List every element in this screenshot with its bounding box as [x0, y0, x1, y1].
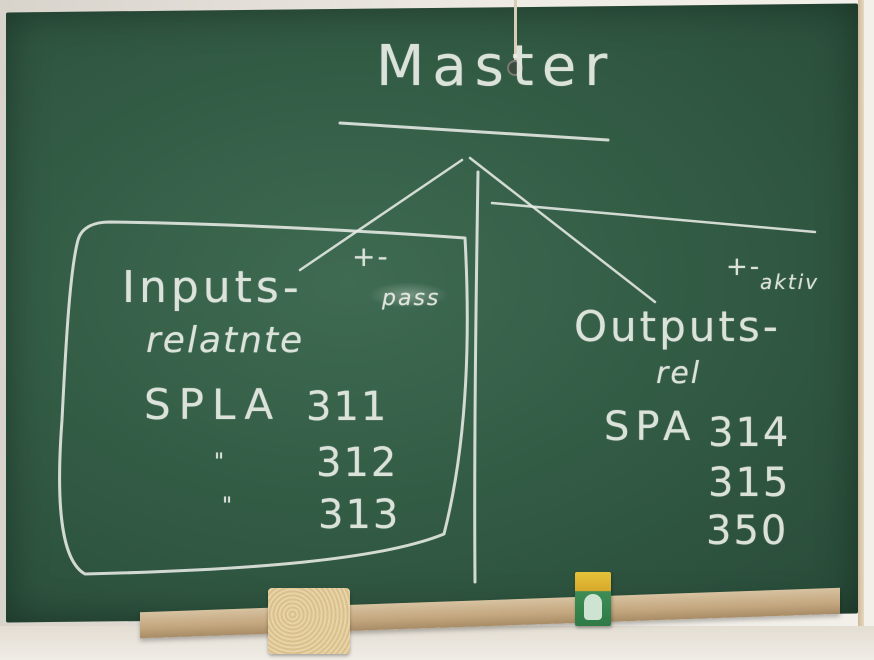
cord-hook — [507, 60, 523, 76]
branch-right — [468, 156, 657, 304]
input-box — [58, 220, 469, 576]
chalk-box — [575, 572, 611, 626]
branch-left — [298, 158, 464, 272]
left-note: pass — [382, 286, 441, 311]
title-underline — [338, 121, 610, 142]
left-sign: +- — [352, 240, 390, 273]
right-code-label: SPA — [604, 404, 697, 450]
left-code-2: 312 — [316, 440, 399, 486]
eraser-sponge — [268, 588, 350, 654]
wall-below-board — [0, 626, 874, 660]
right-code-1: 314 — [708, 410, 791, 456]
hanging-cord — [514, 0, 517, 62]
right-note: aktiv — [760, 270, 820, 294]
center-divider — [473, 170, 480, 584]
right-bar — [490, 201, 817, 234]
left-subheading: relatnte — [146, 320, 305, 361]
left-code-label: SPLA — [144, 380, 282, 429]
left-heading: Inputs- — [122, 262, 303, 313]
eraser-smudge — [368, 282, 448, 308]
left-ditto-2: " — [222, 494, 235, 519]
left-ditto-1: " — [214, 450, 227, 475]
right-sign: +- — [726, 252, 762, 282]
chalk-box-figure-icon — [584, 594, 602, 620]
left-code-1: 311 — [306, 384, 389, 430]
right-code-2: 315 — [708, 460, 791, 506]
board-frame — [858, 0, 864, 630]
right-code-3: 350 — [706, 508, 789, 554]
right-heading: Outputs- — [574, 302, 781, 351]
board-title: Master — [376, 34, 616, 99]
left-code-3: 313 — [318, 492, 401, 538]
right-subheading: rel — [656, 356, 702, 391]
